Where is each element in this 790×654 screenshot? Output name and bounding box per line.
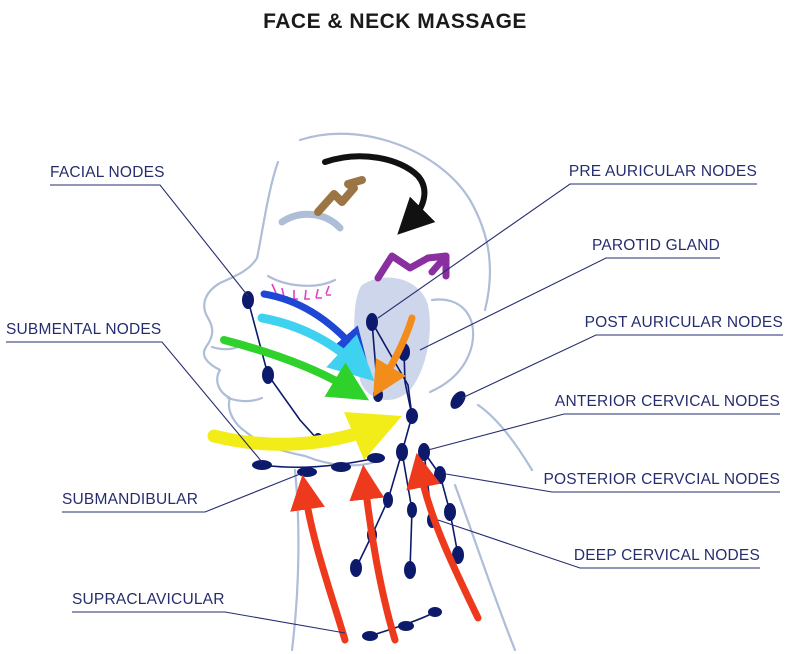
pre-auricular-node [366, 313, 378, 331]
label-facial-nodes: FACIAL NODES [50, 164, 165, 181]
parotid-node [373, 388, 383, 402]
anterior-cervical-node [396, 443, 408, 461]
label-supraclavicular: SUPRACLAVICULAR [72, 591, 225, 608]
supraclavicular-node [362, 631, 378, 641]
leader-supraclavicular [72, 612, 345, 633]
posterior-cervical-node [434, 466, 446, 484]
facial-node [242, 291, 254, 309]
label-submandibular: SUBMANDIBULAR [62, 491, 198, 508]
deep-cervical-node [383, 492, 393, 508]
submandibular-node [331, 462, 351, 472]
parotid-node [406, 408, 418, 424]
label-post-auricular-nodes: POST AURICULAR NODES [585, 314, 783, 331]
label-submental-nodes: SUBMENTAL NODES [6, 321, 161, 338]
leader-parotid-gland [420, 258, 720, 350]
label-deep-cervical-nodes: DEEP CERVICAL NODES [574, 547, 760, 564]
facial-node [262, 366, 274, 384]
massage-arrows [214, 156, 478, 640]
red-arrow-1 [305, 492, 345, 640]
black-arrow [325, 156, 424, 222]
supraclavicular-node [398, 621, 414, 631]
deep-cervical-node [350, 559, 362, 577]
label-anterior-cervical-nodes: ANTERIOR CERVICAL NODES [555, 393, 780, 410]
label-pre-auricular-nodes: PRE AURICULAR NODES [569, 163, 757, 180]
red-arrow-3 [420, 470, 478, 618]
brown-arrow [318, 180, 362, 212]
leader-anterior-cervical-nodes [428, 414, 780, 450]
supraclavicular-node [428, 607, 442, 617]
parotid-gland-area [354, 278, 430, 401]
label-parotid-gland: PAROTID GLAND [592, 237, 720, 254]
label-posterior-cervcial-nodes: POSTERIOR CERVCIAL NODES [544, 471, 781, 488]
deep-cervical-node [404, 561, 416, 579]
leader-post-auricular-nodes [462, 335, 783, 398]
submandibular-node [367, 453, 385, 463]
page-title: FACE & NECK MASSAGE [263, 10, 527, 33]
purple-zigzag [378, 256, 428, 278]
post-auricular-node [447, 388, 468, 411]
posterior-cervical-node [444, 503, 456, 521]
anterior-cervical-node [418, 443, 430, 461]
submandibular-node [297, 467, 317, 477]
leader-facial-nodes [50, 185, 248, 296]
deep-cervical-node [407, 502, 417, 518]
yellow-arrow [214, 426, 378, 444]
